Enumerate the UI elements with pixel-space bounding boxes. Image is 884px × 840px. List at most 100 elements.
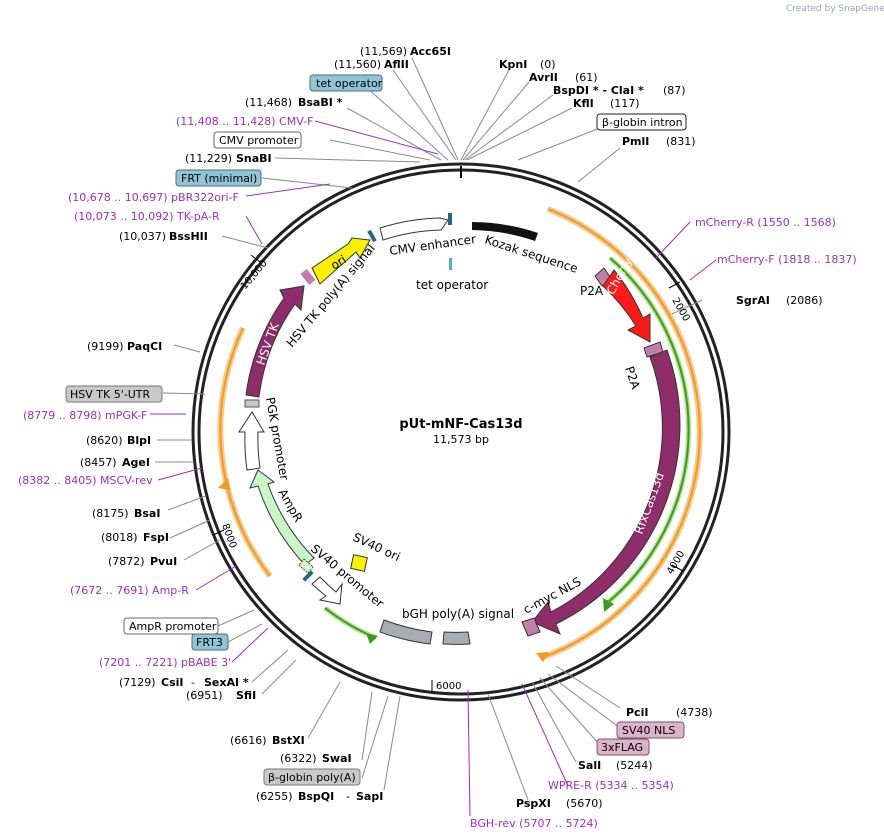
primer-mcherry-f[interactable]: mCherry-F (1818 .. 1837) xyxy=(717,253,857,266)
site-name-pspxi[interactable]: PspXI xyxy=(516,797,551,810)
site-name-snabi[interactable]: SnaBI xyxy=(236,152,272,165)
primer-bgh-rev[interactable]: BGH-rev (5707 .. 5724) xyxy=(470,817,598,830)
plasmid-size: 11,573 bp xyxy=(433,433,489,446)
tet-operator-marker xyxy=(449,258,452,270)
primer-amp-r[interactable]: (7672 .. 7691) Amp-R xyxy=(70,584,189,597)
site-pos-pcii: (4738) xyxy=(676,706,713,719)
primer-mcherry-r[interactable]: mCherry-R (1550 .. 1568) xyxy=(695,216,836,229)
site-name-pcii[interactable]: PciI xyxy=(626,706,648,719)
box-beta-globin-polya[interactable]: β-globin poly(A) xyxy=(263,768,361,786)
site-pos-acc65i: (11,569) xyxy=(360,45,407,58)
tick-label-6000: 6000 xyxy=(436,681,461,692)
site-name-acc65i[interactable]: Acc65I xyxy=(410,45,451,58)
feature-label-bgh-polya: bGH poly(A) signal xyxy=(402,607,514,621)
pgk-promoter-arrow[interactable] xyxy=(238,411,265,471)
kozak-sequence-feature[interactable] xyxy=(472,222,538,241)
site-name-agei[interactable]: AgeI xyxy=(122,456,150,469)
site-pos-sfii: (6951) xyxy=(186,689,223,702)
site-name-bspqi[interactable]: BspQI xyxy=(298,790,334,803)
primer-pbr322ori-f[interactable]: (10,678 .. 10,697) pBR322ori-F xyxy=(68,191,239,204)
site-name-blpi[interactable]: BlpI xyxy=(127,434,151,447)
site-name-sgrai[interactable]: SgrAI xyxy=(736,294,770,307)
primer-tk-pa-r[interactable]: (10,073 .. 10,092) TK-pA-R xyxy=(74,210,220,223)
site-name-aflii[interactable]: AflII xyxy=(384,58,409,71)
site-pos-bsshii: (10,037) xyxy=(119,230,166,243)
box-cmv-promoter[interactable]: CMV promoter xyxy=(213,131,302,149)
hsv-tk-arrow[interactable] xyxy=(245,285,305,398)
box-beta-globin-intron[interactable]: β-globin intron xyxy=(596,113,687,131)
primer-pbabe-3[interactable]: (7201 .. 7221) pBABE 3' xyxy=(99,656,231,669)
svg-text:β-globin poly(A): β-globin poly(A) xyxy=(268,771,356,784)
bgh-polya-signal-block-2[interactable] xyxy=(442,631,471,645)
svg-text:β-globin intron: β-globin intron xyxy=(602,116,683,129)
sv40-ori-block[interactable] xyxy=(350,554,368,572)
site-sep-csii-sexai: - xyxy=(191,676,195,689)
site-name-pvui[interactable]: PvuI xyxy=(150,555,177,568)
sv40-promoter-arrow[interactable] xyxy=(311,576,343,605)
frt3-marker xyxy=(302,570,314,582)
site-name-swai[interactable]: SwaI xyxy=(322,752,352,765)
frt-minimal-marker xyxy=(367,229,377,243)
cmv-enhancer-arrow[interactable] xyxy=(379,217,449,241)
mcherry-arrow[interactable] xyxy=(602,269,651,343)
site-name-csii[interactable]: CsiI xyxy=(161,676,183,689)
amp-r-primer-bar-outline xyxy=(323,606,377,641)
feature-label-p2a-bottom: P2A xyxy=(622,365,643,392)
box-frt3[interactable]: FRT3 xyxy=(191,633,229,651)
feature-label-p2a-top: P2A xyxy=(580,284,604,298)
primer-mscv-rev[interactable]: (8382 .. 8405) MSCV-rev xyxy=(18,474,153,487)
rfxcas13d-arrow[interactable] xyxy=(531,349,681,635)
svg-text:CMV promoter: CMV promoter xyxy=(219,134,299,147)
primer-mpgk-f[interactable]: (8779 .. 8798) mPGK-F xyxy=(23,409,147,422)
green-strand xyxy=(605,257,690,605)
ori-arrow[interactable] xyxy=(311,237,371,285)
site-name-paqci[interactable]: PaqCI xyxy=(127,340,162,353)
box-ampr-promoter[interactable]: AmpR promoter xyxy=(123,617,219,635)
primer-cmv-f[interactable]: (11,408 .. 11,428) CMV-F xyxy=(176,115,313,128)
label-leader-lines xyxy=(155,57,703,801)
site-pos-bspqi-sapi: (6255) xyxy=(256,790,293,803)
site-name-fspi[interactable]: FspI xyxy=(143,531,169,544)
svg-text:3xFLAG: 3xFLAG xyxy=(601,741,643,754)
site-name-sexai[interactable]: SexAI * xyxy=(204,676,249,689)
site-pos-bsabi: (11,468) xyxy=(245,96,292,109)
site-name-bsabi[interactable]: BsaBI * xyxy=(298,96,343,109)
site-pos-bstxi: (6616) xyxy=(230,734,267,747)
site-name-bspdi-clai[interactable]: BspDI * - ClaI * xyxy=(553,84,644,97)
site-pos-pmli: (831) xyxy=(666,135,696,148)
site-name-bsai[interactable]: BsaI xyxy=(134,507,160,520)
site-name-avrii[interactable]: AvrII xyxy=(529,71,558,84)
site-sep-bspqi-sapi: - xyxy=(346,790,350,803)
site-name-sapi[interactable]: SapI xyxy=(356,790,383,803)
site-name-sfii[interactable]: SfiI xyxy=(236,689,256,702)
box-3xflag[interactable]: 3xFLAG xyxy=(596,738,650,756)
site-name-bstxi[interactable]: BstXI xyxy=(272,734,305,747)
site-pos-bsai: (8175) xyxy=(92,507,129,520)
ampr-arrow[interactable] xyxy=(249,469,315,566)
site-name-sali[interactable]: SalI xyxy=(578,759,601,772)
svg-text:FRT3: FRT3 xyxy=(196,636,223,649)
box-sv40-nls[interactable]: SV40 NLS xyxy=(616,721,685,739)
box-frt-minimal[interactable]: FRT (minimal) xyxy=(175,169,262,187)
backbone-outer-ring xyxy=(191,162,731,702)
svg-text:AmpR promoter: AmpR promoter xyxy=(129,620,217,633)
box-tet-operator[interactable]: tet operator xyxy=(309,74,383,92)
box-hsv-tk-5utr[interactable]: HSV TK 5'-UTR xyxy=(65,385,163,403)
site-name-kfli[interactable]: KflI xyxy=(573,97,594,110)
site-pos-pvui: (7872) xyxy=(108,555,145,568)
left-orange-arrowhead xyxy=(218,478,230,490)
primer-wpre-r[interactable]: WPRE-R (5334 .. 5354) xyxy=(548,779,674,792)
c-myc-nls-block xyxy=(521,617,541,637)
site-pos-agei: (8457) xyxy=(80,456,117,469)
site-name-pmli[interactable]: PmlI xyxy=(622,135,649,148)
site-name-kpni[interactable]: KpnI xyxy=(499,58,527,71)
bgh-polya-signal-block-1[interactable] xyxy=(379,619,433,645)
site-pos-csii-sexai: (7129) xyxy=(119,676,156,689)
feature-label-tet-operator-inner: tet operator xyxy=(416,278,488,292)
site-pos-blpi: (8620) xyxy=(86,434,123,447)
site-name-bsshii[interactable]: BssHII xyxy=(169,230,208,243)
site-pos-avrii: (61) xyxy=(575,71,598,84)
site-pos-paqci: (9199) xyxy=(87,340,124,353)
ampr-promoter-block xyxy=(298,558,314,574)
